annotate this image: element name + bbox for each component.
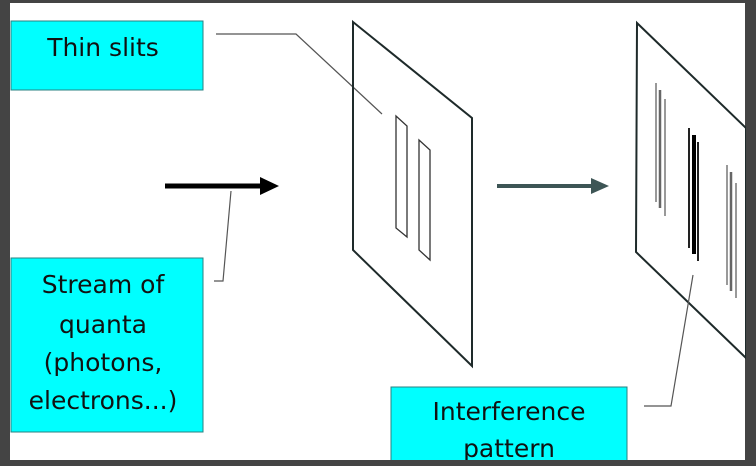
- stream-label-line-2: quanta: [59, 310, 147, 339]
- pattern-label-line-2: pattern: [463, 434, 555, 463]
- interference-fringes-left: [655, 83, 666, 216]
- slit-2: [418, 138, 431, 262]
- stream-label-line-1: Stream of: [42, 270, 166, 299]
- frame-left: [0, 0, 10, 466]
- frame-top: [0, 0, 756, 3]
- interference-fringes-right: [726, 165, 737, 298]
- stream-label-box: [10, 257, 204, 433]
- stream-leader-line: [214, 190, 232, 282]
- thin-slits-label: Thin slits: [46, 33, 159, 62]
- pattern-label-line-1: Interference: [433, 397, 586, 426]
- interference-fringe-center: [688, 128, 699, 261]
- outgoing-arrow-head: [591, 178, 609, 194]
- stream-label-line-3: (photons,: [44, 348, 163, 377]
- slit-1: [395, 114, 408, 239]
- pattern-label-box: [390, 386, 628, 466]
- pattern-leader-line: [644, 274, 694, 407]
- slit-screen: [352, 19, 473, 369]
- frame-right: [746, 0, 756, 466]
- incoming-arrow-head: [260, 177, 279, 195]
- thin-slits-label-box: [10, 20, 204, 91]
- stream-label-line-4: electrons...): [29, 386, 178, 415]
- frame-bottom: [0, 460, 756, 466]
